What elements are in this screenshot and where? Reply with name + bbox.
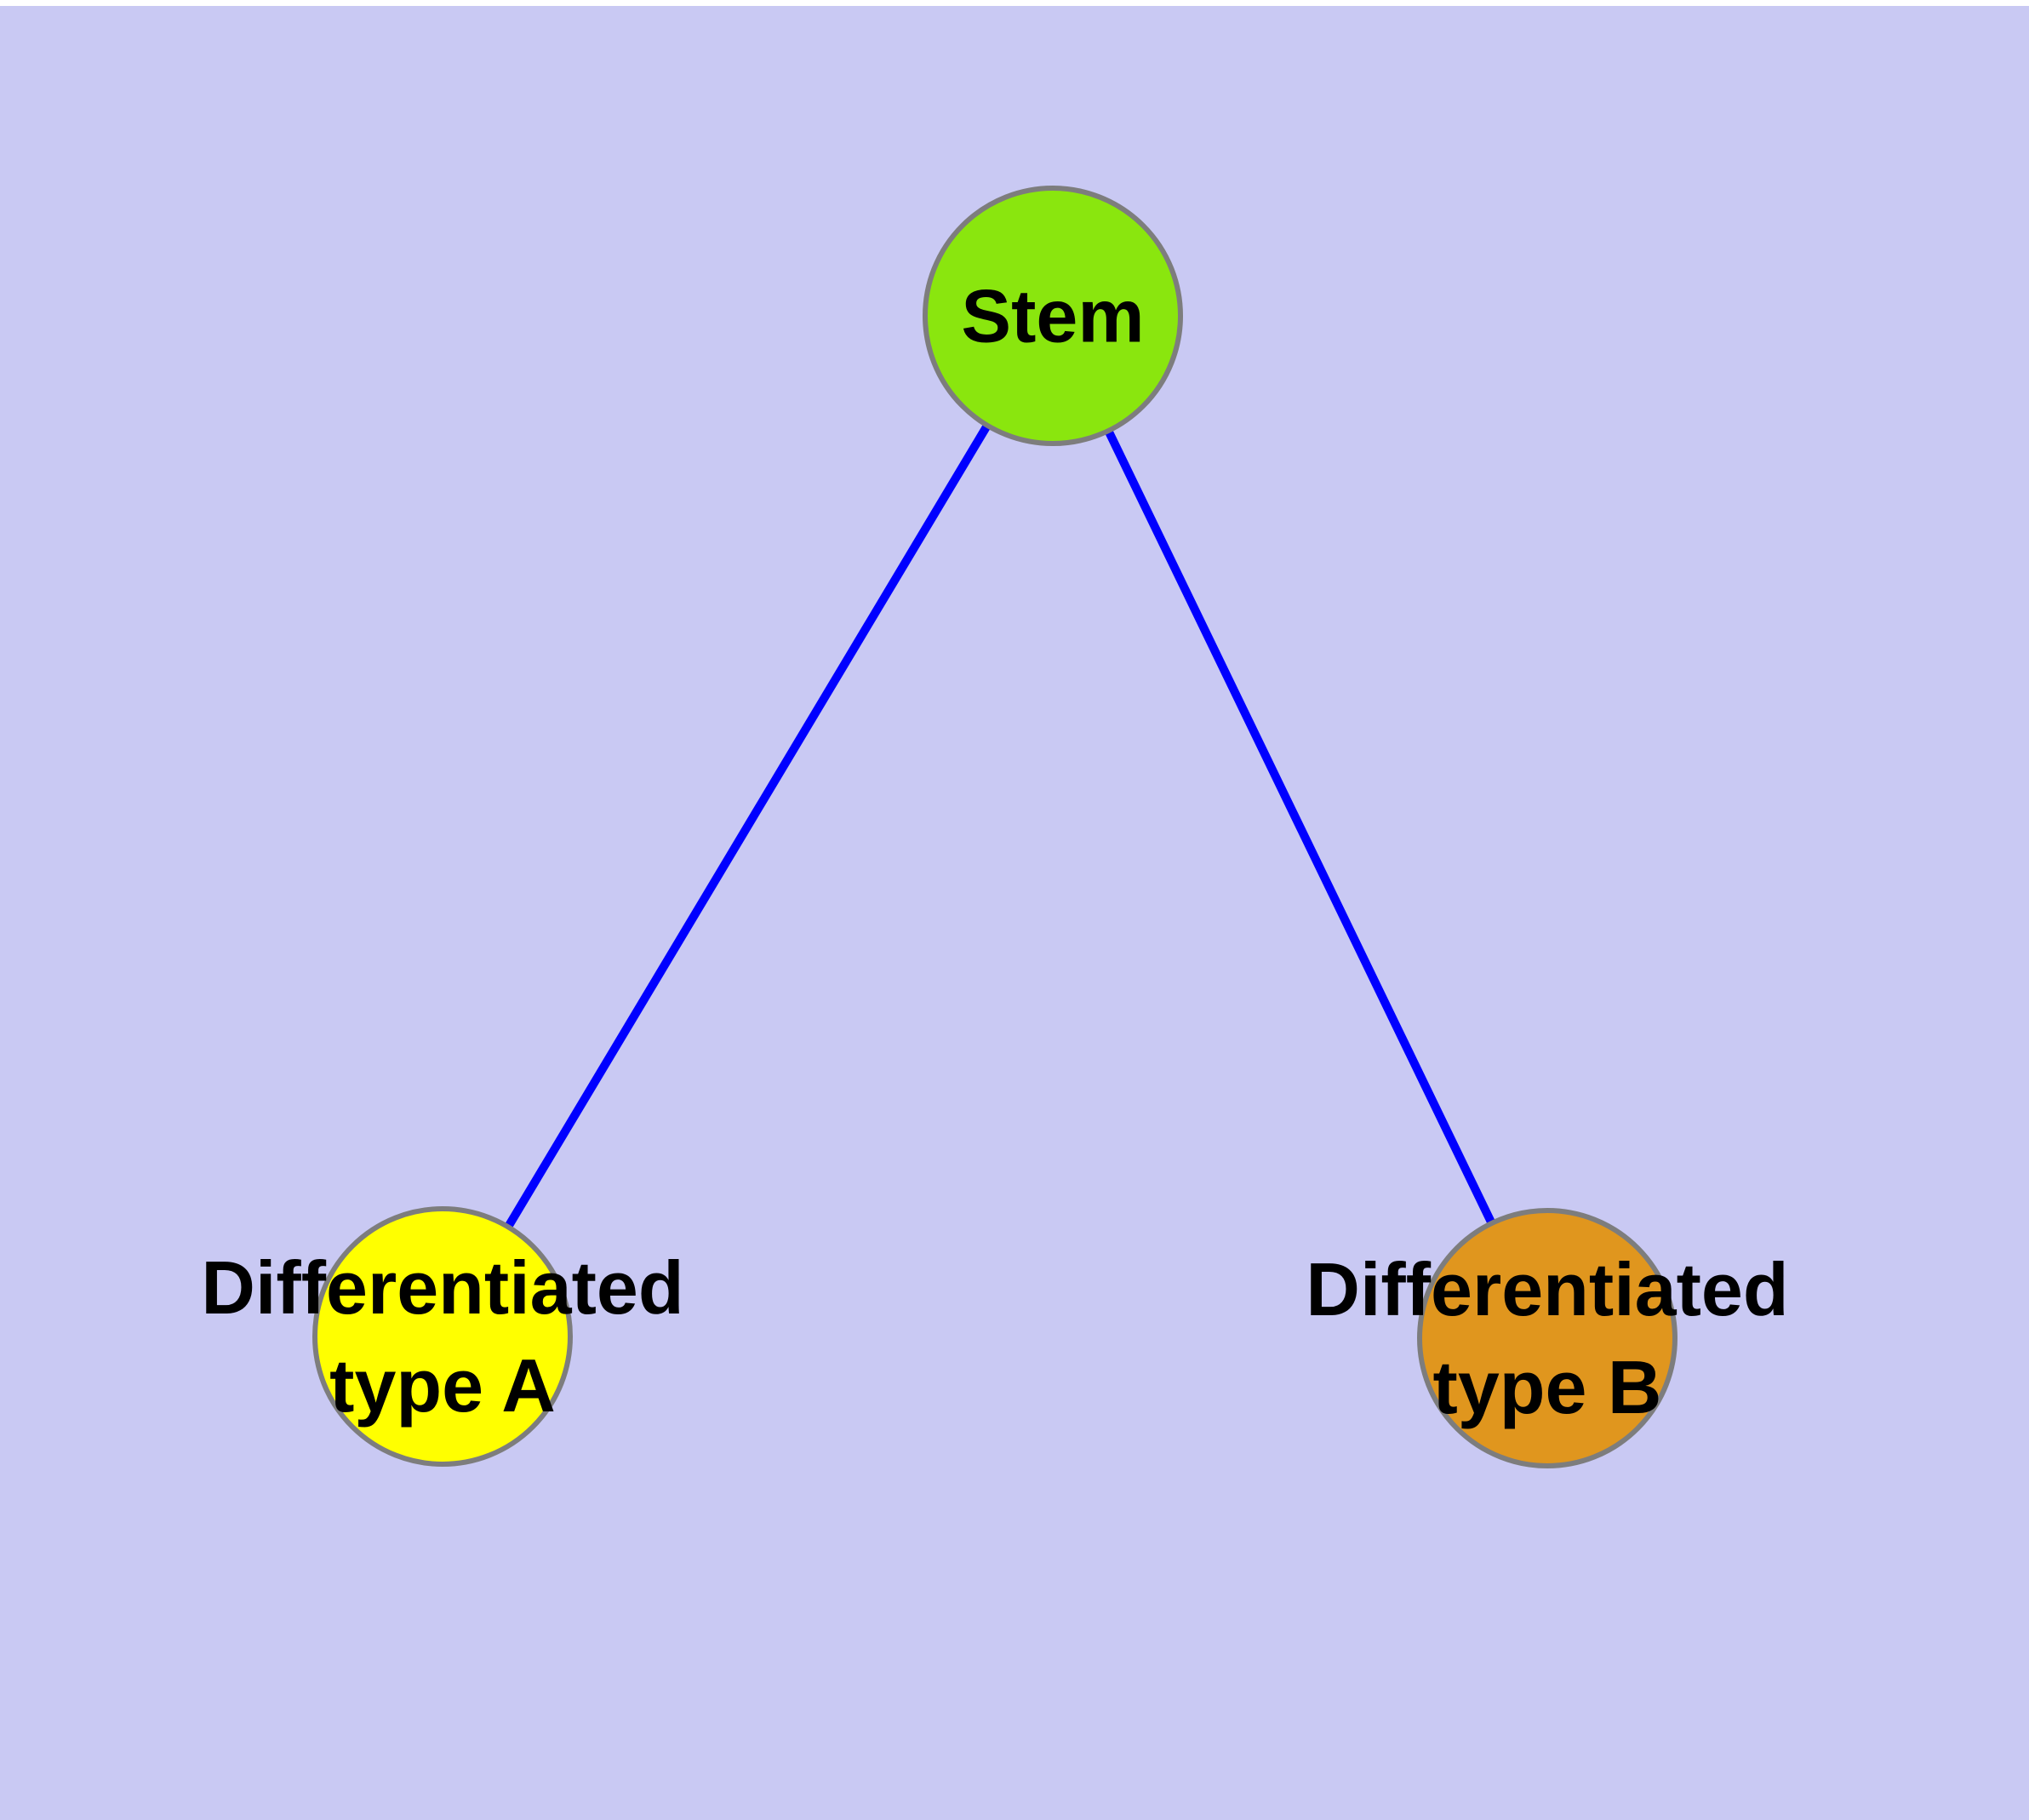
node-stem-label-line-1: Stem [961,274,1144,358]
node-differentiated-type-a-label-line-1: Differentiated [201,1245,683,1330]
node-differentiated-type-b-label-line-1: Differentiated [1306,1247,1788,1331]
node-differentiated-type-b-label: Differentiated type B [1306,1247,1788,1429]
node-differentiated-type-b-circle [1417,1208,1677,1468]
node-differentiated-type-a-circle [312,1206,573,1467]
node-stem-label: Stem [961,274,1144,358]
edge-stem-to-differentiated-type-a [438,313,1057,1339]
top-white-strip [0,0,2029,6]
node-differentiated-type-a-label-line-2: type A [329,1343,556,1428]
node-differentiated-type-b-label-line-2: type B [1433,1345,1662,1429]
node-differentiated-type-a-label: Differentiated type A [201,1245,683,1428]
node-stem-circle [923,186,1183,446]
edge-stem-to-differentiated-type-b [1049,313,1552,1341]
